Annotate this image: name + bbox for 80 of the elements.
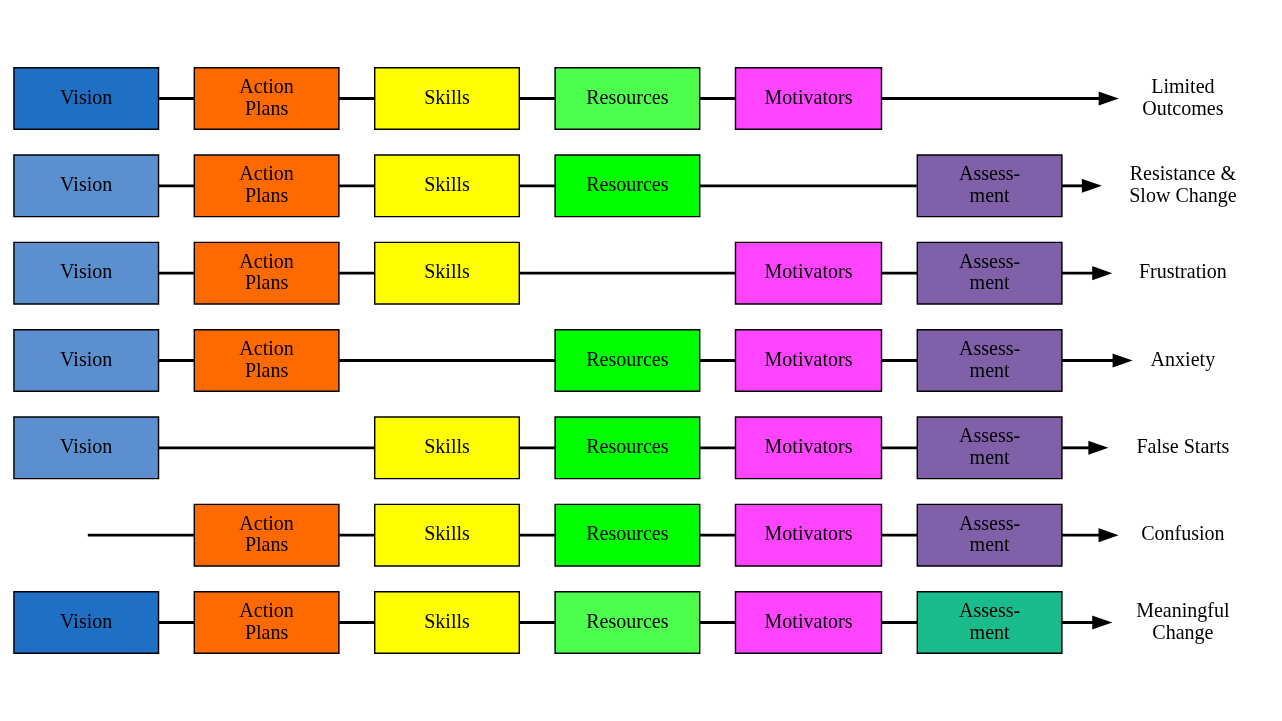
- node-box: Vision: [13, 67, 160, 130]
- node-text: False Starts: [1136, 435, 1230, 458]
- arrow: [881, 91, 1119, 106]
- node-box: Action Plans: [193, 503, 340, 567]
- arrow: [1061, 528, 1119, 543]
- node-box: Motivators: [734, 416, 883, 480]
- connector: [158, 97, 194, 100]
- node-box: Assess- ment: [916, 329, 1063, 392]
- connector: [339, 621, 375, 624]
- node-box: Motivators: [734, 241, 883, 305]
- connector: [158, 271, 194, 275]
- node-box: Skills: [374, 503, 521, 567]
- node-box: Vision: [13, 154, 160, 218]
- node-box: Resources: [554, 591, 701, 654]
- node-text: Confusion: [1141, 522, 1225, 545]
- connector: [699, 533, 736, 537]
- node-box: Vision: [13, 416, 160, 480]
- node-box: Resources: [554, 416, 701, 480]
- arrow: [1061, 615, 1113, 630]
- node-text: Anxiety: [1150, 347, 1216, 370]
- node-box: Action Plans: [193, 241, 340, 305]
- connector: [881, 533, 918, 537]
- node-box: Skills: [374, 416, 521, 480]
- arrow: [1061, 266, 1113, 281]
- connector: [519, 621, 555, 624]
- arrow: [1061, 440, 1109, 455]
- node-box: Motivators: [734, 67, 883, 130]
- node-box: Vision: [13, 241, 160, 305]
- connector: [519, 533, 555, 537]
- node-text: Resistance & Slow Change: [1129, 162, 1237, 206]
- node-text: Limited Outcomes: [1142, 75, 1224, 119]
- connector: [699, 621, 736, 624]
- node-box: Motivators: [734, 329, 883, 392]
- node-box: Resources: [554, 154, 701, 218]
- connector: [519, 97, 555, 100]
- connector: [881, 271, 918, 275]
- connector: [339, 97, 375, 100]
- connector: [158, 184, 194, 188]
- node-box: Resources: [554, 67, 701, 130]
- connector: [881, 359, 918, 362]
- node-box: Skills: [374, 154, 521, 218]
- node-box: Action Plans: [193, 67, 340, 130]
- connector: [519, 446, 555, 450]
- node-text: Frustration: [1138, 260, 1227, 283]
- node-box: Motivators: [734, 503, 883, 567]
- connector: [339, 184, 375, 188]
- connector: [158, 621, 194, 624]
- connector: [699, 97, 736, 100]
- connector: [339, 359, 555, 362]
- connector: [519, 184, 555, 188]
- node-box: Action Plans: [193, 154, 340, 218]
- node-box: Skills: [374, 591, 521, 654]
- connector: [339, 271, 375, 275]
- connector: [881, 621, 918, 624]
- node-text: Meaningful Change: [1136, 599, 1230, 643]
- connector: [699, 184, 917, 188]
- arrow: [1061, 353, 1133, 368]
- connector: [881, 446, 918, 450]
- node-box: Vision: [13, 591, 160, 654]
- connector: [158, 359, 194, 362]
- connector: [519, 271, 736, 275]
- arrow: [1061, 178, 1102, 193]
- node-box: Assess- ment: [916, 591, 1063, 654]
- node-box: Assess- ment: [916, 241, 1063, 305]
- node-box: Assess- ment: [916, 154, 1063, 218]
- node-box: Action Plans: [193, 329, 340, 392]
- node-box: Action Plans: [193, 591, 340, 654]
- connector: [87, 533, 195, 537]
- node-box: Resources: [554, 503, 701, 567]
- node-box: Assess- ment: [916, 503, 1063, 567]
- node-box: Skills: [374, 241, 521, 305]
- connector: [339, 533, 375, 537]
- node-box: Vision: [13, 329, 160, 392]
- node-box: Skills: [374, 67, 521, 130]
- node-box: Resources: [554, 329, 701, 392]
- node-box: Assess- ment: [916, 416, 1063, 480]
- connector: [699, 359, 736, 362]
- node-box: Motivators: [734, 591, 883, 654]
- connector: [699, 446, 736, 450]
- connector: [158, 446, 375, 450]
